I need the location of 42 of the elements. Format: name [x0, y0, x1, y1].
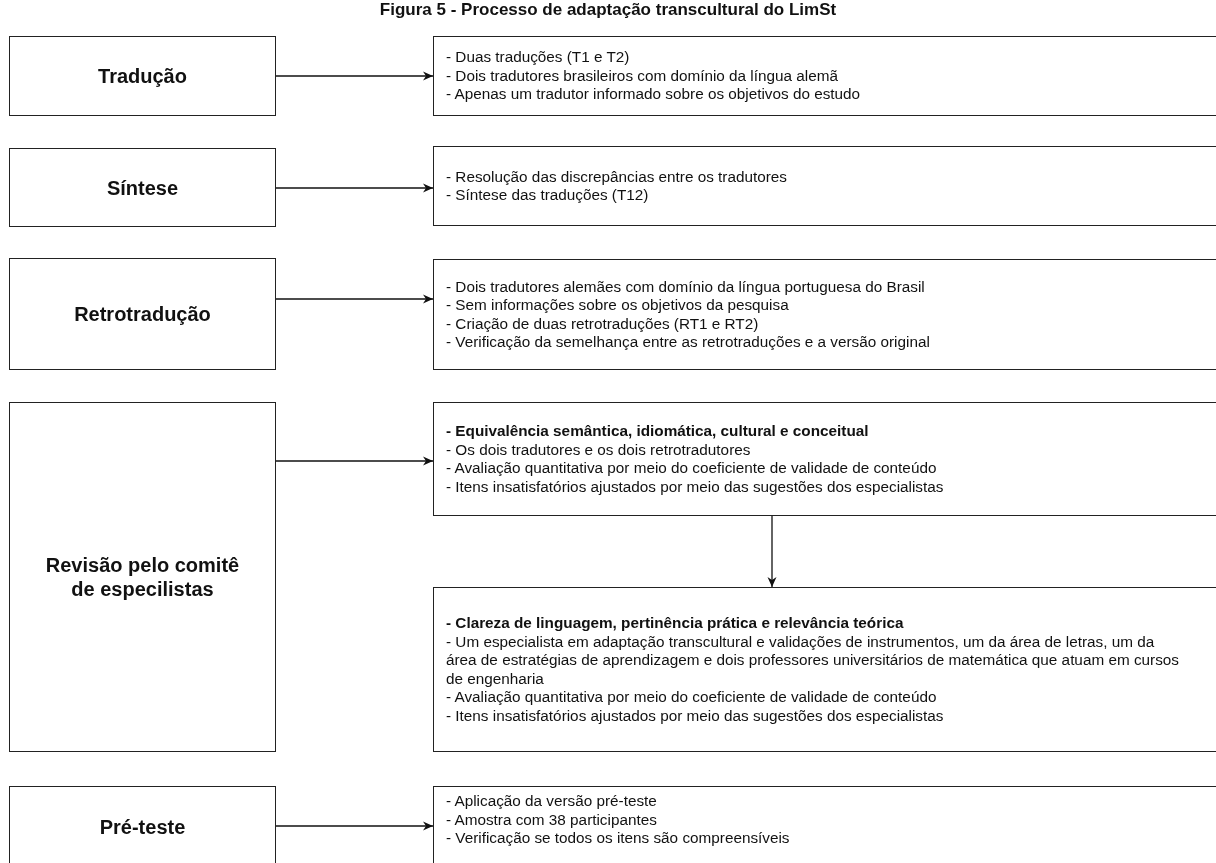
- bullet-text: - Resolução das discrepâncias entre os tradutores: [446, 167, 788, 186]
- bullet-text: - Sem informações sobre os objetivos da pesquisa: [446, 296, 790, 315]
- bullet-text: - Itens insatisfatórios ajustados por meio das sugestões dos especialistas: [446, 477, 945, 496]
- figure-title: Figura 5 - Processo de adaptação transcultural do LimSt: [378, 0, 838, 20]
- bullet-text: - Dois tradutores alemães com domínio da língua portuguesa do Brasil: [446, 277, 926, 296]
- step-label: Revisão pelo comitê de especilistas: [44, 553, 241, 601]
- step-box: [9, 402, 276, 752]
- step-box: [9, 148, 276, 227]
- bullet-text: - Verificação da semelhança entre as retrotraduções e a versão original: [446, 333, 931, 352]
- step-box: [9, 36, 276, 116]
- bullet-text: - Apenas um tradutor informado sobre os objetivos do estudo: [446, 85, 862, 104]
- bullet-text: - Síntese das traduções (T12): [446, 186, 650, 205]
- bullet-text: - Um especialista em adaptação transcultural e validações de instrumentos, um da área de letras, um da área de estratégias de aprendizagem e dois professores universitários de matemática que atuam em cursos de engenharia: [446, 632, 1180, 688]
- description-box: [433, 146, 1216, 226]
- bullet-text: - Os dois tradutores e os dois retrotradutores: [446, 440, 752, 459]
- step-label: Síntese: [106, 175, 179, 200]
- bullet-text: - Amostra com 38 participantes: [446, 810, 658, 829]
- bullet-text: - Avaliação quantitativa por meio do coeficiente de validade de conteúdo: [446, 459, 938, 478]
- bullet-text: - Verificação se todos os itens são compreensíveis: [446, 829, 791, 848]
- bullet-text: - Duas traduções (T1 e T2): [446, 48, 631, 67]
- description-box: [433, 259, 1216, 370]
- arrow: [275, 821, 434, 831]
- arrow: [275, 71, 434, 81]
- arrow: [275, 294, 434, 304]
- step-label: Pré-teste: [99, 815, 186, 839]
- step-label: Retrotradução: [74, 302, 211, 326]
- bullet-text: - Itens insatisfatórios ajustados por meio das sugestões dos especialistas: [446, 706, 945, 725]
- bullet-text: - Clareza de linguagem, pertinência prática e relevância teórica: [446, 614, 905, 633]
- bullet-text: - Equivalência semântica, idiomática, cultural e conceitual: [446, 422, 870, 441]
- description-box: [433, 402, 1216, 516]
- bullet-text: - Aplicação da versão pré-teste: [446, 792, 658, 811]
- bullet-text: - Avaliação quantitativa por meio do coeficiente de validade de conteúdo: [446, 688, 938, 707]
- arrow: [767, 515, 777, 588]
- description-box: [433, 36, 1216, 116]
- step-box: [9, 786, 276, 863]
- description-box: [433, 587, 1216, 752]
- arrow: [275, 183, 434, 193]
- step-box: [9, 258, 276, 370]
- step-label: Tradução: [98, 64, 187, 88]
- arrow: [275, 456, 434, 466]
- bullet-text: - Criação de duas retrotraduções (RT1 e RT2): [446, 314, 760, 333]
- bullet-text: - Dois tradutores brasileiros com domínio da língua alemã: [446, 66, 839, 86]
